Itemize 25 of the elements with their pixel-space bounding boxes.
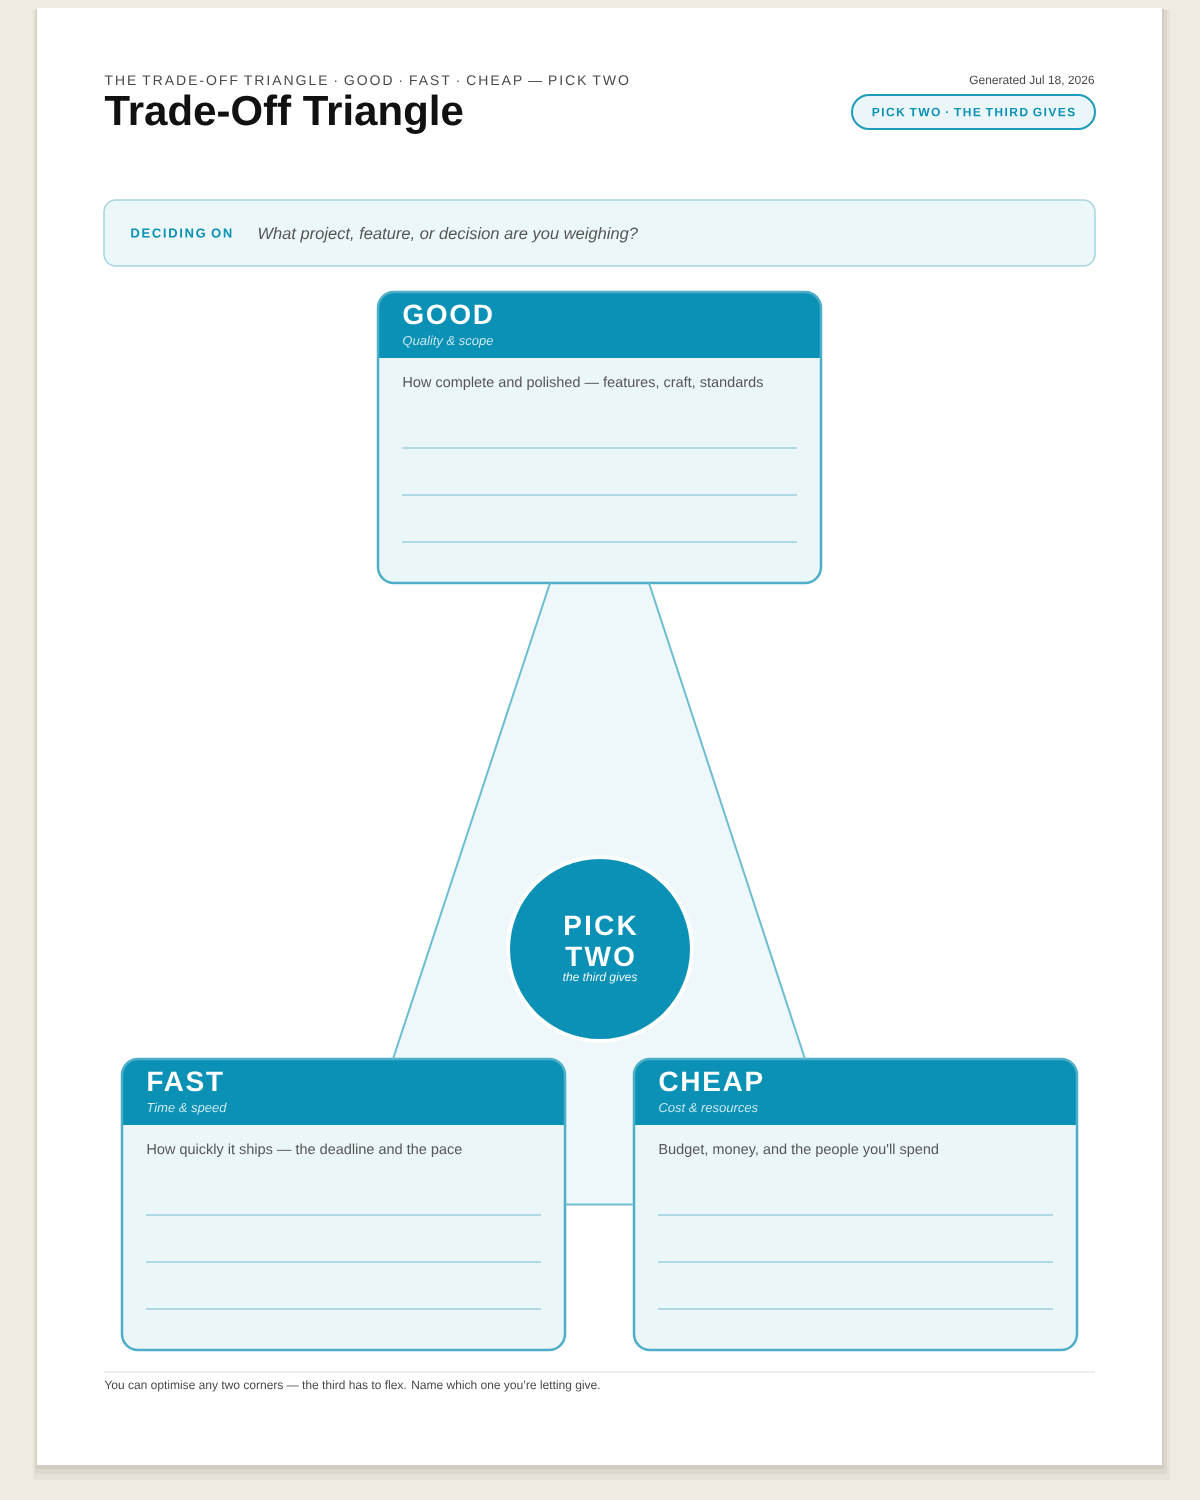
- card-title: GOOD: [403, 304, 492, 325]
- connector-line: [648, 582, 806, 1060]
- card: [120, 1057, 567, 1352]
- answer-field: [103, 199, 1096, 267]
- center-circle: [506, 855, 694, 1043]
- title: Trade-Off Triangle: [104, 94, 463, 134]
- card-title: FAST: [148, 1071, 223, 1092]
- field-label: DECIDING ON: [131, 228, 232, 238]
- card-title: CHEAP: [659, 1071, 763, 1092]
- card-prompt: How complete and polished — features, craft, standards: [403, 376, 763, 390]
- card: [632, 1057, 1079, 1352]
- card: [376, 290, 823, 585]
- connector-line: [392, 582, 551, 1060]
- card-subtitle: Cost & resources: [659, 1102, 758, 1113]
- kicker-text: THE TRADE-OFF TRIANGLE · GOOD · FAST · CHEAP — PICK TWO: [104, 75, 629, 86]
- badge: PICK TWO · THE THIRD GIVES: [851, 94, 1096, 130]
- circle-subtitle: the third gives: [563, 972, 638, 984]
- footer-note: You can optimise any two corners — the third has to flex. Name which one you’re letting give.: [104, 1380, 600, 1392]
- circle-title: PICK TWO: [565, 915, 637, 967]
- card-prompt: Budget, money, and the people you'll spend: [659, 1143, 938, 1158]
- connector-line: [564, 1203, 635, 1206]
- card-subtitle: Quality & scope: [403, 335, 493, 348]
- card-prompt: How quickly it ships — the deadline and the pace: [147, 1143, 462, 1158]
- card-subtitle: Time & speed: [147, 1102, 227, 1115]
- prompt-text: What project, feature, or decision are you weighing?: [258, 227, 638, 243]
